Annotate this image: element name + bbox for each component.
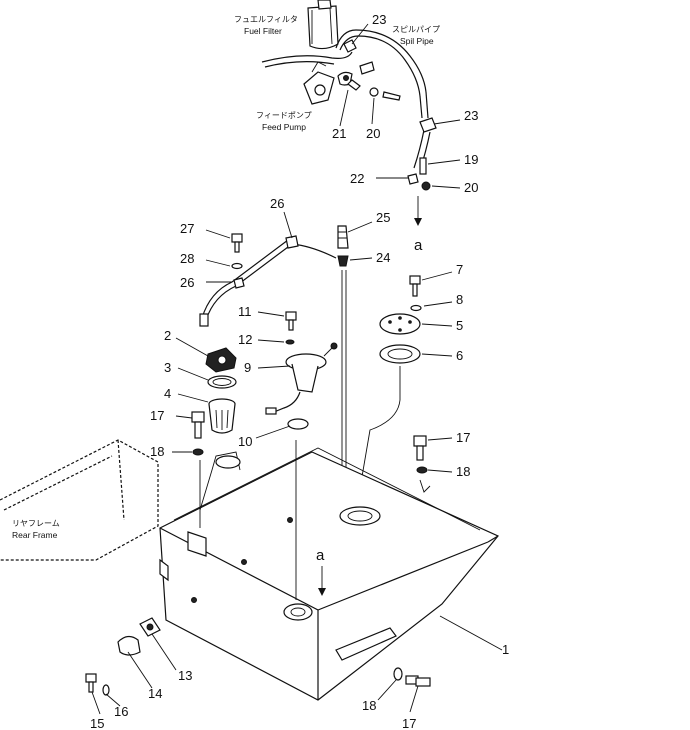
- o-ring-part-3: [207, 375, 237, 389]
- cover-leader-line: [357, 366, 401, 501]
- rear-frame-label-jp: リヤフレーム: [12, 519, 60, 528]
- fuel-filter-label-jp: フュエルフィルタ: [234, 15, 298, 24]
- callout-3: 3: [164, 360, 171, 375]
- clamp-26-lower: [233, 277, 245, 289]
- washer-part-18-left: [192, 448, 204, 456]
- fitting-part-13: [139, 617, 161, 637]
- gasket-part-10: [287, 418, 309, 430]
- clamp-23-right: [419, 117, 437, 133]
- fuel-hoses-top: [261, 29, 429, 119]
- callout-24: 24: [376, 250, 390, 265]
- callout-10: 10: [238, 434, 252, 449]
- callout-19: 19: [464, 152, 478, 167]
- washer-part-20-top: [369, 87, 379, 97]
- clamp-part-14: [117, 635, 141, 656]
- callout-25: 25: [376, 210, 390, 225]
- callout-26-top: 26: [270, 196, 284, 211]
- callout-22: 22: [350, 171, 364, 186]
- ref-label-a-tank: a: [316, 547, 325, 564]
- bolt-part-17-bottom: [405, 675, 431, 687]
- fuel-filter: [307, 0, 339, 50]
- callout-4: 4: [164, 386, 171, 401]
- bolt-part-22: [407, 173, 419, 185]
- bolt-part-15: [85, 673, 97, 693]
- callout-14: 14: [148, 686, 162, 701]
- bolt-part-7: [409, 275, 421, 297]
- callout-23-right: 23: [464, 108, 478, 123]
- strainer-part-4: [208, 398, 236, 434]
- feed-pump-label-en: Feed Pump: [262, 122, 306, 132]
- callout-18-left: 18: [150, 444, 164, 459]
- tank-opening-cover: [339, 506, 381, 526]
- connector-part-25: [337, 225, 349, 249]
- fuel-filter-label-en: Fuel Filter: [244, 26, 282, 36]
- callout-13: 13: [178, 668, 192, 683]
- callout-20: 20: [464, 180, 478, 195]
- washer-part-18-bottom: [393, 667, 403, 681]
- callout-18-right: 18: [456, 464, 470, 479]
- callout-28: 28: [180, 251, 194, 266]
- bolt-part-17-right: [413, 435, 427, 461]
- feed-pump-label-jp: フィードポンプ: [256, 111, 312, 120]
- callout-7: 7: [456, 262, 463, 277]
- spill-pipe-label-jp: スピルパイプ: [392, 25, 440, 34]
- callout-27: 27: [180, 221, 194, 236]
- leader-lines: [91, 23, 503, 715]
- washer-part-18-right: [416, 466, 428, 474]
- callout-9: 9: [244, 360, 251, 375]
- fitting-part-24: [337, 255, 349, 267]
- fuel-tank: [159, 440, 499, 701]
- washer-part-20: [421, 181, 431, 191]
- bolt-part-11: [285, 311, 297, 331]
- bolt-part-27: [231, 233, 243, 253]
- rear-frame: [0, 439, 159, 561]
- rear-frame-label-en: Rear Frame: [12, 530, 58, 540]
- washer-part-28: [231, 262, 243, 270]
- gasket-part-6: [379, 344, 421, 364]
- pipe-part-19: [419, 157, 427, 175]
- callout-18-bottom: 18: [362, 698, 376, 713]
- callout-17-right: 17: [456, 430, 470, 445]
- filler-neck: [215, 455, 241, 469]
- bracket-arrow: [419, 479, 431, 493]
- callout-17-left: 17: [150, 408, 164, 423]
- cover-plate-5: [379, 313, 421, 335]
- feed-pump: [303, 61, 375, 105]
- washer-part-12: [285, 339, 295, 345]
- callout-16: 16: [114, 704, 128, 719]
- callout-8: 8: [456, 292, 463, 307]
- callout-11: 11: [238, 304, 252, 319]
- callout-21: 21: [332, 126, 346, 141]
- washer-part-16: [102, 684, 110, 696]
- tank-handle: [335, 627, 397, 661]
- eye-bolt-21: [347, 79, 361, 91]
- callout-12: 12: [238, 332, 252, 347]
- callout-1: 1: [502, 642, 509, 657]
- ref-label-a-top: a: [414, 237, 423, 254]
- bolt-part-17-left: [191, 411, 205, 439]
- callout-15: 15: [90, 716, 104, 730]
- callout-23-top: 23: [372, 12, 386, 27]
- callout-26-left: 26: [180, 275, 194, 290]
- callout-2: 2: [164, 328, 171, 343]
- callout-6: 6: [456, 348, 463, 363]
- spill-pipe-stub: [382, 91, 401, 101]
- callout-17-bottom: 17: [402, 716, 416, 730]
- tank-drain-opening: [283, 603, 313, 621]
- filler-cap-2: [205, 347, 237, 373]
- fuel-gauge-sender-9: [265, 342, 338, 415]
- callout-20-top: 20: [366, 126, 380, 141]
- washer-part-8: [410, 304, 422, 312]
- callout-5: 5: [456, 318, 463, 333]
- spill-pipe-label-en: Spil Pipe: [400, 36, 434, 46]
- clamp-26-upper: [285, 235, 299, 249]
